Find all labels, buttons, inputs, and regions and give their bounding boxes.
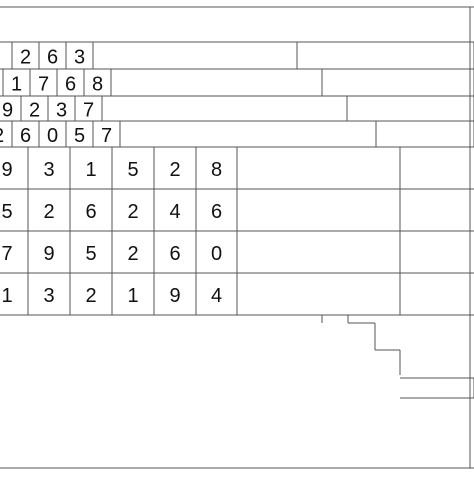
grid-digit: 4 [211, 285, 222, 307]
stack-digit: 7 [101, 125, 112, 147]
stack-digit: 5 [74, 125, 85, 147]
grid-digit: 7 [1, 243, 12, 265]
grid-digit: 2 [85, 285, 96, 307]
stack-digit: 7 [38, 74, 49, 96]
grid-digit: 2 [127, 243, 138, 265]
grid-digit: 6 [169, 243, 180, 265]
stack-digit: 7 [83, 100, 94, 122]
grid-digit: 9 [1, 159, 12, 181]
grid-digit: 1 [127, 285, 138, 307]
stack-digit: 2 [20, 47, 31, 69]
grid-digit: 6 [85, 201, 96, 223]
stack-digit: 6 [47, 47, 58, 69]
grid-digit: 1 [1, 285, 12, 307]
grid-digit: 6 [211, 201, 222, 223]
grid-digit: 9 [169, 285, 180, 307]
grid-digit: 8 [211, 159, 222, 181]
stack-digit: 6 [20, 125, 31, 147]
grid-digit: 3 [43, 285, 54, 307]
grid-digit: 2 [127, 201, 138, 223]
grid-digit: 5 [1, 201, 12, 223]
grid-digit: 4 [169, 201, 180, 223]
grid-digit: 5 [127, 159, 138, 181]
stack-digit: 3 [74, 47, 85, 69]
grid-digit: 3 [43, 159, 54, 181]
stack-digit: 2 [29, 100, 40, 122]
stack-digit: 6 [65, 74, 76, 96]
stack-digit: 1 [11, 74, 22, 96]
stack-digit: 9 [2, 100, 13, 122]
stack-digit: 0 [47, 125, 58, 147]
grid-digit: 0 [211, 243, 222, 265]
grid-digit: 5 [85, 243, 96, 265]
grid-digit: 1 [85, 159, 96, 181]
grid-digit: 2 [169, 159, 180, 181]
stack-digit: 2 [0, 125, 4, 147]
grid-digit: 9 [43, 243, 54, 265]
grid-digit: 2 [43, 201, 54, 223]
stack-digit: 8 [92, 74, 103, 96]
stack-digit: 3 [56, 100, 67, 122]
